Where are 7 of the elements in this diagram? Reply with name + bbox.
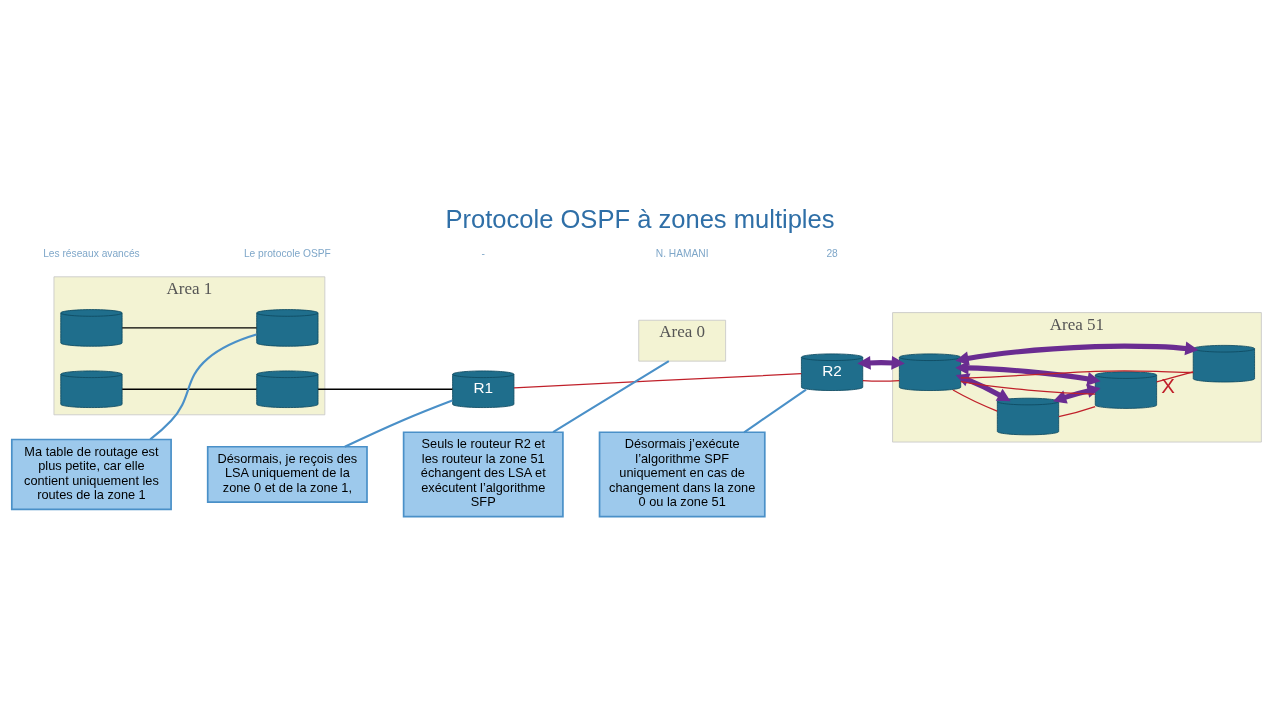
label: - bbox=[481, 247, 485, 259]
diagram-title: Protocole OSPF à zones multiples bbox=[445, 204, 835, 233]
edge-label: X bbox=[1161, 373, 1175, 397]
label: Les réseaux avancés bbox=[43, 247, 140, 259]
label: N. HAMANI bbox=[655, 247, 709, 259]
label: 28 bbox=[826, 247, 838, 259]
label: Le protocole OSPF bbox=[243, 247, 331, 259]
